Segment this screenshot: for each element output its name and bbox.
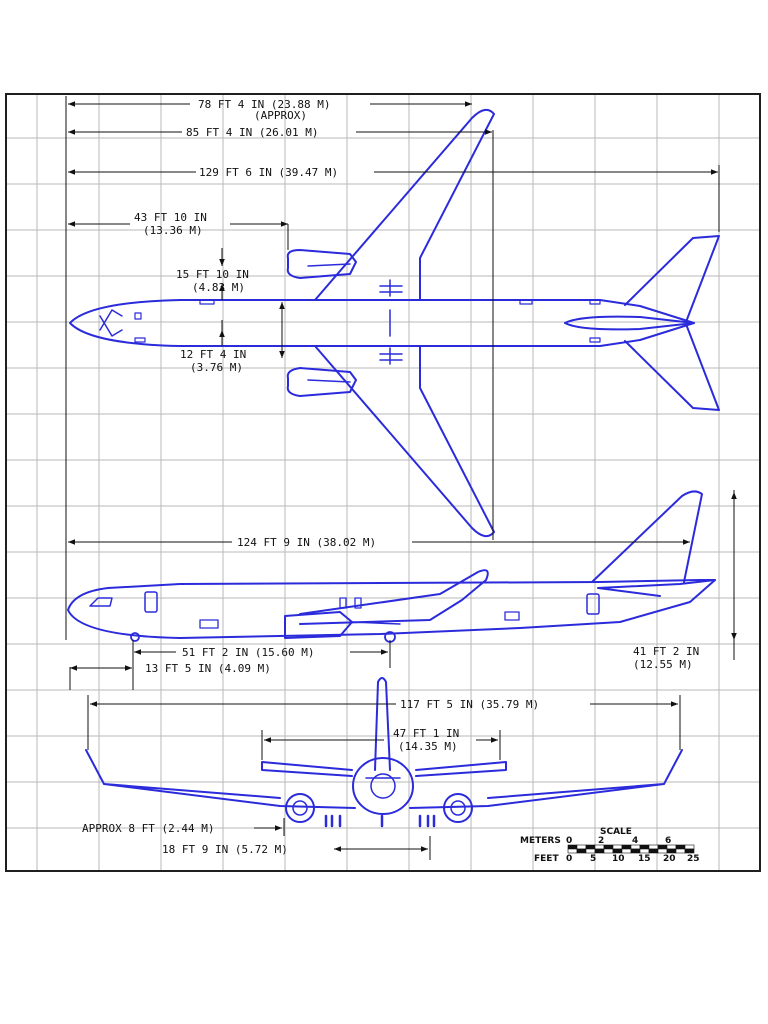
scale-segment [585,848,596,854]
scale-feet-label: FEET [534,854,559,864]
side-view-fuselage [67,579,716,639]
side-view-engine [284,611,353,639]
scale-segment [666,844,677,850]
scale-segment [639,848,650,854]
scale-segment [648,844,659,850]
dim-label-d5b: (4.83 M) [192,281,245,294]
side-view-cockpit [89,597,113,607]
scale-segment [630,848,641,854]
scale-segment [630,844,641,850]
top-view-upper-wing [314,108,495,301]
dim-label-d12b: (14.35 M) [398,740,458,753]
scale-bar: SCALE METERS 0 2 4 6 FEET 0 5 10 15 20 2… [520,827,700,864]
scale-feet-tick-10: 10 [612,854,625,864]
front-view-right-wing [409,749,683,809]
top-view [69,108,720,538]
scale-segment [648,848,659,854]
top-view-lower-wing [314,345,495,538]
dim-label-d9: 13 FT 5 IN (4.09 M) [145,662,271,675]
side-view-wing [299,569,489,625]
scale-segment [639,844,650,850]
background-grid [7,95,759,870]
dim-label-d5a: 15 FT 10 IN [176,268,249,281]
dim-label-d1: 78 FT 4 IN (23.88 M) [198,98,330,111]
dim-label-d8: 51 FT 2 IN (15.60 M) [182,646,314,659]
dimension-labels: 78 FT 4 IN (23.88 M) (APPROX) 85 FT 4 IN… [82,98,699,856]
scale-segment [612,848,623,854]
dim-label-d2: 85 FT 4 IN (26.01 M) [186,126,318,139]
top-view-fin [564,315,695,331]
front-view-left-engine [285,793,315,823]
dim-label-d10a: 41 FT 2 IN [633,645,699,658]
scale-segment [603,848,614,854]
side-view-nose-gear [130,632,140,642]
front-view [85,677,683,828]
dim-label-d6a: 12 FT 4 IN [180,348,246,361]
scale-segment [567,844,578,850]
scale-meters-label: METERS [520,836,561,846]
dim-label-d4a: 43 FT 10 IN [134,211,207,224]
scale-meter-tick-2: 2 [598,836,604,846]
scale-segment [576,844,587,850]
scale-segment [675,848,686,854]
dim-label-d14: 18 FT 9 IN (5.72 M) [162,843,288,856]
scale-segment [567,848,578,854]
dim-label-d4b: (13.36 M) [143,224,203,237]
scale-segment [621,844,632,850]
scale-segment [657,848,668,854]
scale-segment [675,844,686,850]
scale-segment [585,844,596,850]
front-view-left-wing [85,749,356,809]
top-view-lower-stabilizer [624,323,720,411]
scale-segment [612,844,623,850]
side-view-vertical-tail [591,490,703,583]
dim-label-d6b: (3.76 M) [190,361,243,374]
top-view-upper-engine [286,249,357,279]
dim-label-d11: 117 FT 5 IN (35.79 M) [400,698,539,711]
scale-segment [594,848,605,854]
scale-checker [567,844,695,854]
front-view-vertical-tail [374,677,391,771]
scale-feet-tick-25: 25 [687,854,700,864]
scale-segment [576,848,587,854]
side-view [67,490,716,643]
dim-label-d7: 124 FT 9 IN (38.02 M) [237,536,376,549]
scale-meter-tick-0: 0 [566,836,572,846]
scale-meter-tick-6: 6 [665,836,671,846]
front-view-gear [324,814,436,828]
scale-feet-tick-0: 0 [566,854,572,864]
scale-segment [684,844,695,850]
top-view-cockpit [99,309,123,337]
scale-segment [684,848,695,854]
scale-feet-tick-5: 5 [590,854,596,864]
dim-label-d10b: (12.55 M) [633,658,693,671]
scale-segment [594,844,605,850]
dim-label-d13: APPROX 8 FT (2.44 M) [82,822,214,835]
dim-label-d3: 129 FT 6 IN (39.47 M) [199,166,338,179]
scale-segment [666,848,677,854]
scale-feet-tick-20: 20 [663,854,676,864]
top-view-lower-engine [286,367,357,397]
front-view-stabilizer [261,761,507,777]
drawing-frame [5,93,761,872]
scale-meter-tick-4: 4 [632,836,638,846]
dim-label-d1-note: (APPROX) [254,109,307,122]
scale-segment [657,844,668,850]
dim-label-d12a: 47 FT 1 IN [393,727,459,740]
scale-segment [603,844,614,850]
scale-title: SCALE [600,827,632,837]
top-view-upper-stabilizer [624,235,720,323]
front-view-right-engine [443,793,473,823]
scale-feet-tick-15: 15 [638,854,651,864]
front-view-fuselage [352,757,414,815]
side-view-stabilizer [597,579,716,597]
dimension-lines [65,96,737,860]
scale-segment [621,848,632,854]
